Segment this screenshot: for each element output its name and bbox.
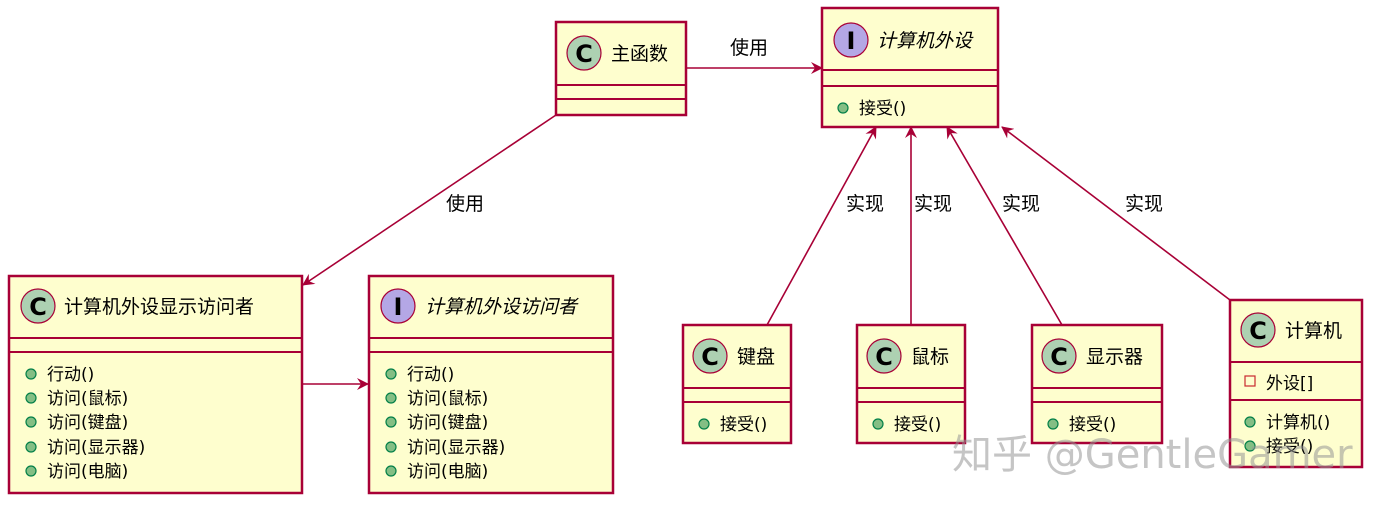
class-mouse[interactable]: C 鼠标 接受() [855, 323, 967, 445]
relation-computer-implements: 实现 [1001, 126, 1231, 301]
class-name: 鼠标 [911, 346, 949, 368]
public-method-icon [25, 368, 37, 380]
class-badge-icon: C [875, 343, 893, 371]
public-method-icon [1244, 440, 1256, 452]
method: 访问(键盘) [407, 413, 488, 433]
public-method-icon [25, 416, 37, 428]
public-method-icon [837, 102, 849, 114]
public-method-icon [872, 418, 884, 430]
class-badge-icon: C [1249, 317, 1267, 345]
method: 访问(键盘) [47, 413, 128, 433]
class-badge-icon: C [575, 40, 593, 68]
class-name: 计算机外设显示访问者 [64, 296, 254, 318]
method: 接受() [720, 415, 767, 435]
watermark: 知乎 @GentleGamer [952, 432, 1353, 478]
method: 访问(鼠标) [407, 389, 488, 409]
method: 接受() [859, 99, 906, 119]
relation-label: 实现 [1125, 193, 1163, 215]
class-name: 显示器 [1086, 346, 1143, 368]
public-method-icon [385, 392, 397, 404]
relation-main-uses-peripheral: 使用 [686, 37, 823, 74]
interface-name: 计算机外设访问者 [425, 296, 579, 318]
class-badge-icon: C [29, 293, 47, 321]
method: 访问(电脑) [47, 462, 128, 482]
method: 行动() [47, 365, 94, 385]
relation-label: 使用 [730, 37, 768, 59]
class-main[interactable]: C 主函数 [554, 20, 688, 117]
relation-keyboard-implements: 实现 [766, 126, 884, 326]
interface-visitor[interactable]: I 计算机外设访问者 行动() 访问(鼠标) 访问(键盘) 访问(显示器) 访问… [367, 274, 615, 495]
interface-badge-icon: I [394, 293, 403, 321]
public-method-icon [25, 465, 37, 477]
public-method-icon [1244, 416, 1256, 428]
class-badge-icon: C [1050, 343, 1068, 371]
class-monitor[interactable]: C 显示器 接受() [1030, 323, 1164, 445]
interface-peripheral[interactable]: I 计算机外设 接受() [820, 6, 1000, 129]
private-field-icon [1244, 375, 1256, 387]
public-method-icon [25, 441, 37, 453]
method: 接受() [1266, 437, 1313, 457]
class-name: 计算机 [1285, 320, 1342, 342]
method: 访问(鼠标) [47, 389, 128, 409]
public-method-icon [385, 441, 397, 453]
relation-label: 使用 [446, 193, 484, 215]
method: 访问(显示器) [407, 438, 505, 458]
public-method-icon [385, 465, 397, 477]
relation-main-uses-display-visitor: 使用 [302, 114, 557, 286]
class-computer[interactable]: C 计算机 外设[] 计算机() 接受() [1228, 298, 1364, 469]
relation-monitor-implements: 实现 [946, 126, 1063, 326]
public-method-icon [1047, 418, 1059, 430]
class-badge-icon: C [701, 343, 719, 371]
relation-label: 实现 [846, 193, 884, 215]
public-method-icon [25, 392, 37, 404]
public-method-icon [698, 418, 710, 430]
method: 访问(显示器) [47, 438, 145, 458]
public-method-icon [385, 368, 397, 380]
class-keyboard[interactable]: C 键盘 接受() [681, 323, 793, 445]
method: 计算机() [1266, 413, 1330, 433]
interface-name: 计算机外设 [877, 30, 974, 52]
field: 外设[] [1266, 374, 1313, 394]
class-display-visitor[interactable]: C 计算机外设显示访问者 行动() 访问(鼠标) 访问(键盘) 访问(显示器) … [7, 274, 304, 495]
method: 访问(电脑) [407, 462, 488, 482]
class-name: 键盘 [737, 346, 775, 368]
method: 行动() [407, 365, 454, 385]
relation-label: 实现 [1002, 193, 1040, 215]
method: 接受() [894, 415, 941, 435]
relation-mouse-implements: 实现 [905, 126, 952, 325]
class-name: 主函数 [611, 43, 668, 65]
method: 接受() [1069, 415, 1116, 435]
relation-label: 实现 [914, 193, 952, 215]
interface-badge-icon: I [847, 27, 856, 55]
public-method-icon [385, 416, 397, 428]
